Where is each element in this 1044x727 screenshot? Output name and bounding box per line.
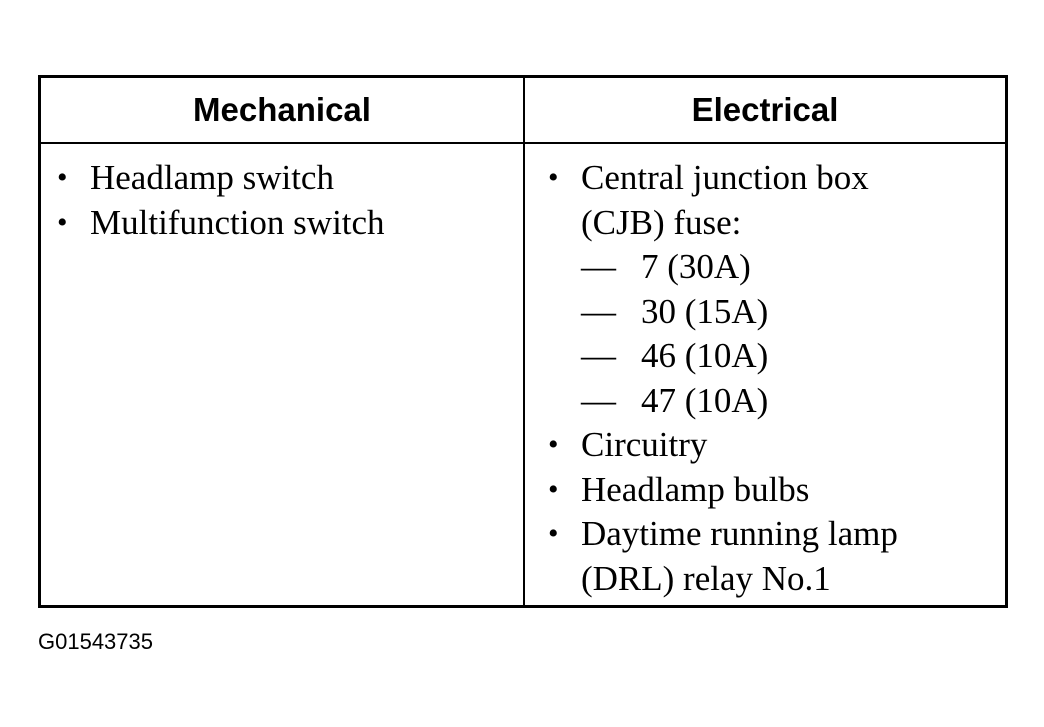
figure-id: G01543735 xyxy=(38,629,153,654)
fuse-label: 30 (15A) xyxy=(641,291,769,331)
dash-icon: — xyxy=(581,380,616,420)
list-item-continuation: (CJB) fuse: xyxy=(544,201,994,246)
fuse-item: — 30 (15A) xyxy=(544,290,994,335)
bullet-icon: • xyxy=(548,517,559,550)
list-item: • Circuitry xyxy=(544,423,994,468)
list-item-continuation: (DRL) relay No.1 xyxy=(544,557,994,602)
fuse-label: 47 (10A) xyxy=(641,380,769,420)
list-item-label: Circuitry xyxy=(581,425,708,464)
list-item-label: Headlamp switch xyxy=(90,158,334,197)
fuse-item: — 7 (30A) xyxy=(544,245,994,290)
fuse-item: — 46 (10A) xyxy=(544,334,994,379)
list-item-label: Central junction box xyxy=(581,158,869,197)
mechanical-list: • Headlamp switch • Multifunction switch xyxy=(53,144,513,245)
electrical-list: • Central junction box (CJB) fuse: — 7 (3… xyxy=(544,144,994,601)
list-item: • Daytime running lamp xyxy=(544,512,994,557)
list-item-label: Daytime running lamp xyxy=(581,514,898,553)
dash-icon: — xyxy=(581,291,616,331)
list-item: • Headlamp switch xyxy=(53,156,513,201)
header-divider xyxy=(41,142,1005,144)
dash-icon: — xyxy=(581,336,616,375)
header-mechanical: Mechanical xyxy=(193,91,371,128)
list-item-label: (CJB) fuse: xyxy=(581,202,742,242)
bullet-icon: • xyxy=(57,205,68,239)
list-item-label: Headlamp bulbs xyxy=(581,469,810,509)
column-divider xyxy=(523,78,525,605)
list-item: • Headlamp bulbs xyxy=(544,468,994,513)
list-item: • Central junction box xyxy=(544,156,994,201)
list-item-label: (DRL) relay No.1 xyxy=(581,558,831,598)
fuse-label: 46 (10A) xyxy=(641,336,769,375)
dash-icon: — xyxy=(581,247,616,286)
list-item-label: Multifunction switch xyxy=(90,202,385,242)
diagnostic-table: Mechanical Electrical • Headlamp switch … xyxy=(38,75,1008,608)
list-item: • Multifunction switch xyxy=(53,201,513,246)
fuse-label: 7 (30A) xyxy=(641,247,751,286)
bullet-icon: • xyxy=(57,161,68,194)
bullet-icon: • xyxy=(548,161,559,194)
bullet-icon: • xyxy=(548,472,559,506)
fuse-item: — 47 (10A) xyxy=(544,379,994,424)
header-electrical: Electrical xyxy=(691,91,839,128)
bullet-icon: • xyxy=(548,428,559,461)
